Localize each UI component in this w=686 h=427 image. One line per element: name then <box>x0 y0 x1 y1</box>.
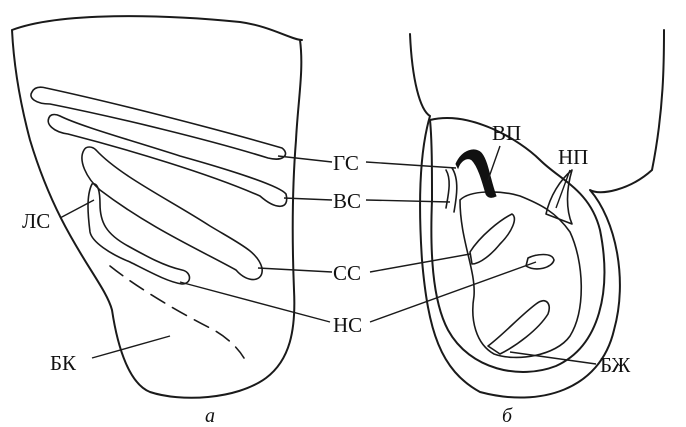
folds-gs-vs-right <box>446 168 457 212</box>
groove-ls-ns <box>88 184 190 284</box>
leader-vs-left <box>284 198 332 200</box>
panel-a-outline <box>12 16 302 398</box>
panel-b <box>410 30 664 398</box>
leader-vp <box>488 146 500 180</box>
label-ss: СС <box>333 261 361 285</box>
leader-gs-right <box>366 162 456 168</box>
label-ls: ЛС <box>22 209 50 233</box>
panel-a-leaders <box>60 156 332 358</box>
leader-bk <box>92 336 170 358</box>
groove-ss <box>82 147 262 280</box>
leader-ns-left <box>180 282 330 322</box>
label-bzh: БЖ <box>600 353 631 377</box>
panel-b-outline <box>410 30 664 398</box>
notch-np <box>546 170 572 224</box>
groove-gs <box>31 87 286 159</box>
label-bk: БК <box>50 351 77 375</box>
leader-ns-right <box>370 262 536 322</box>
leader-ss-left <box>258 268 332 272</box>
label-gs: ГС <box>333 151 359 175</box>
caption-b: б <box>502 405 513 427</box>
leader-gs-left <box>278 156 332 162</box>
panel-b-cavity-inner <box>460 192 581 358</box>
panel-a <box>12 16 302 398</box>
ridge-bzh <box>488 301 549 354</box>
label-vs: ВС <box>333 189 361 213</box>
leader-vs-right <box>366 200 450 202</box>
label-vp: ВП <box>492 121 521 145</box>
dashed-contour-bk <box>110 266 244 358</box>
label-ns: НС <box>333 313 362 337</box>
caption-a: а <box>205 405 215 427</box>
label-np: НП <box>558 145 588 169</box>
groove-vs <box>48 115 286 207</box>
ridge-ss-right <box>470 214 514 264</box>
ridge-ns-right <box>526 255 554 269</box>
leader-ss-right <box>370 254 470 272</box>
